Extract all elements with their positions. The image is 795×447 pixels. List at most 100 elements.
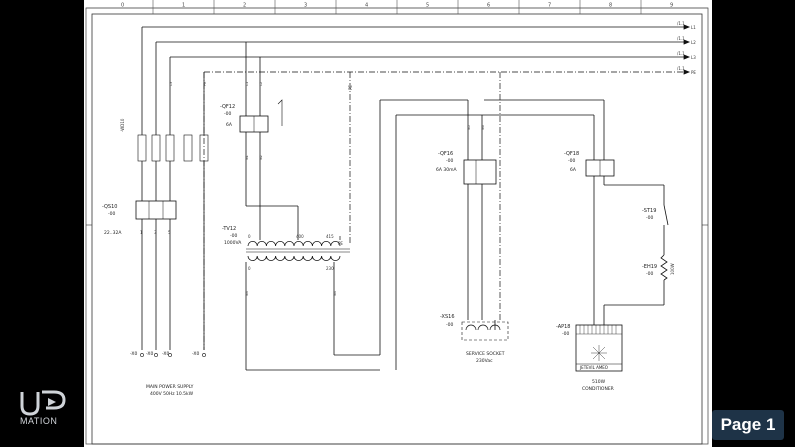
terminal-block-wd10: -WD10	[120, 118, 209, 162]
column-ruler: 0 1 2 3 4 5 6 7 8 9	[121, 0, 673, 14]
bus-labels: /1.1 L1 /1.1 L2 /1.1 L3 /1.1 PE	[677, 21, 696, 75]
breaker-qf18: -QF18 -00 6A	[564, 150, 665, 325]
supply-terminal-3: -X0	[162, 351, 169, 357]
supply-terminal-1: -X0	[130, 351, 137, 357]
eh19-tag: -EH19	[642, 264, 657, 270]
page-indicator-badge[interactable]: Page 1	[712, 410, 784, 440]
tv12-pri-415: 415	[326, 234, 334, 239]
qs10-sub: -00	[108, 211, 115, 217]
column-label-5: 5	[426, 3, 429, 9]
ap18-caption1: 510W	[592, 379, 606, 385]
pe-enclosure	[203, 72, 501, 350]
qf18-rating: 6A	[570, 167, 577, 173]
qf16-tag: -QF16	[438, 151, 453, 157]
logo-mark-icon	[20, 390, 66, 416]
qf16-rating: 6A 30mA	[436, 167, 457, 173]
ap18-tag: -AP18	[556, 324, 571, 330]
bus-suffix-pe: PE	[691, 70, 696, 75]
column-label-7: 7	[548, 3, 551, 9]
xs16-sub: -00	[446, 322, 453, 328]
qs10-contact-1: 1	[140, 230, 143, 235]
wire-label-n3: N3	[245, 291, 249, 296]
svg-text:PE: PE	[348, 85, 353, 90]
column-label-3: 3	[304, 3, 307, 9]
wire-label-pe: PE	[203, 82, 207, 86]
schematic-sheet: 0 1 2 3 4 5 6 7 8 9 /1.1 L1 /1.1 L2 /1.1 L3 /1.1 …	[84, 0, 712, 447]
breaker-qf12: -QF12 -00 6A	[220, 42, 299, 240]
wiring-diagram: 0 1 2 3 4 5 6 7 8 9 /1.1 L1 /1.1 L2 /1.1 L3 /1.1 …	[85, 0, 709, 445]
qf12-tag: -QF12	[220, 104, 235, 110]
ap18-sub: -00	[562, 331, 569, 337]
wire-label-n1: N1	[245, 155, 249, 160]
tv12-pri-400: 400	[296, 234, 304, 239]
bus-suffix-l2: L2	[691, 40, 696, 45]
bus-label-l3: /1.1	[677, 51, 685, 56]
ap18-brand: JETEVIL AMEO	[579, 365, 608, 370]
heater-eh19: -EH19 -00 100W	[642, 254, 675, 281]
column-label-1: 1	[182, 3, 185, 9]
wire-label-n6: N6	[481, 125, 485, 130]
qf12-rating: 6A	[226, 122, 233, 128]
bus-lines	[142, 24, 691, 75]
tv12-pri-pe: PE	[338, 241, 343, 246]
qs10-contact-5: 5	[168, 230, 171, 235]
thermostat-st19: -ST19 -00	[642, 204, 669, 230]
secondary-wiring	[245, 99, 605, 371]
wd10-label: -WD10	[120, 118, 125, 132]
bus-suffix-l3: L3	[691, 55, 696, 60]
eh19-value: 100W	[670, 263, 675, 275]
bus-label-l1: /1.1	[677, 21, 685, 26]
ap18-caption2: CONDITIONER	[582, 386, 614, 392]
outer-frame	[85, 7, 709, 445]
wire-label-n2: N2	[259, 155, 263, 160]
column-label-6: 6	[487, 3, 490, 9]
bus-label-l2: /1.1	[677, 36, 685, 41]
xs16-caption2: 230Vac	[476, 358, 493, 364]
tv12-sec-0: 0	[248, 266, 251, 271]
xs16-caption1: SERVICE SOCKET	[466, 351, 505, 357]
qf18-sub: -00	[568, 158, 575, 164]
xs16-tag: -XS16	[440, 314, 455, 320]
wire-label-n4: N4	[333, 290, 337, 296]
wire-labels: L1 L2 N1 N2 N3 N4 N5 N6 PE L3	[169, 82, 485, 296]
breaker-qf16: -QF16 -00 6A 30mA	[436, 115, 497, 320]
wire-label-l1: L1	[245, 82, 249, 86]
supply-wires	[141, 27, 205, 350]
bus-suffix-l1: L1	[691, 25, 696, 30]
conditioner-ap18: -AP18 -00 JETEVIL AMEO 510W CONDITIONER	[556, 324, 623, 392]
tv12-sec-230: 230	[326, 266, 334, 271]
bus-label-pe: /1.1	[677, 66, 685, 71]
wire-label-l2: L2	[259, 82, 263, 86]
column-label-9: 9	[670, 3, 673, 9]
main-switch-qs10: -QS10 -00 22..32A 1 3 5	[102, 200, 177, 236]
inner-frame	[91, 13, 703, 445]
wire-label-n5: N5	[467, 125, 471, 130]
column-label-0: 0	[121, 3, 124, 9]
tv12-tag: -TV12	[222, 226, 236, 232]
qf16-sub: -00	[446, 158, 453, 164]
wire-label-l3: L3	[169, 82, 173, 86]
logo-text: MATION	[20, 416, 58, 426]
supply-terminal-4: -X0	[192, 351, 199, 357]
supply-terminals: -X0 -X0 -X0 -X0 MAIN POWER SUPPLY 400V 5…	[130, 351, 206, 397]
st19-sub: -00	[646, 215, 653, 221]
transformer-tv12: -TV12 -00 1000VA 0 400 415 PE 0 230	[222, 226, 350, 271]
tv12-sub: -00	[230, 233, 237, 239]
umation-logo: MATION	[18, 390, 72, 430]
supply-caption1: MAIN POWER SUPPLY	[146, 384, 194, 390]
supply-caption2: 400V 50Hz 10.5kW	[150, 391, 194, 397]
supply-terminal-2: -X0	[146, 351, 153, 357]
qf12-sub: -00	[224, 111, 231, 117]
qs10-contact-3: 3	[154, 230, 157, 235]
eh19-sub: -00	[646, 271, 653, 277]
qf18-tag: -QF18	[564, 151, 579, 157]
st19-tag: -ST19	[642, 208, 656, 214]
column-label-2: 2	[243, 3, 246, 9]
tv12-rating: 1000VA	[224, 240, 242, 246]
column-label-8: 8	[609, 3, 612, 9]
qs10-tag: -QS10	[102, 204, 117, 210]
qs10-rating: 22..32A	[104, 230, 122, 236]
service-socket-xs16: -XS16 -00 SERVICE SOCKET 230Vac	[440, 314, 509, 364]
tv12-pri-0: 0	[248, 234, 251, 239]
column-label-4: 4	[365, 3, 368, 9]
